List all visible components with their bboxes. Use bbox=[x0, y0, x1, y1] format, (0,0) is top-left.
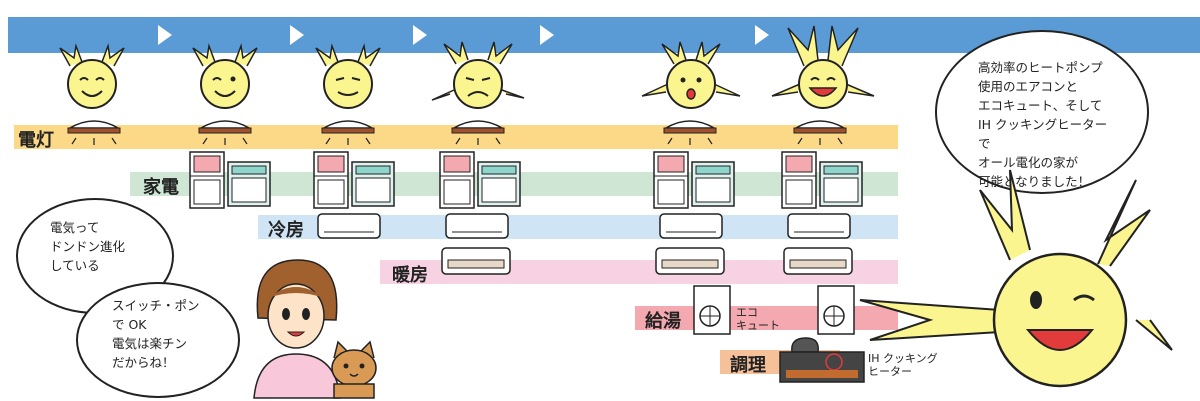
air-conditioner-icon bbox=[787, 213, 851, 239]
lightbulb-character-icon bbox=[315, 43, 381, 109]
bubble-line: している bbox=[50, 258, 100, 273]
ceiling-lamp-icon bbox=[663, 120, 717, 145]
band-label-cooling: 冷房 bbox=[268, 220, 304, 241]
appliance-group bbox=[781, 151, 863, 209]
bubble-line: 可能となりました！ bbox=[978, 174, 1091, 189]
lightbulb-character-icon bbox=[771, 25, 875, 109]
lightbulb-character-icon bbox=[641, 41, 741, 109]
woman-icon bbox=[253, 259, 341, 399]
bubble-line: 高効率のヒートポンプ bbox=[978, 60, 1103, 75]
lightbulb-character-icon bbox=[59, 43, 125, 109]
bubble-line: ドンドン進化 bbox=[50, 239, 126, 254]
water-heater-icon bbox=[693, 285, 731, 335]
band-label-appliances: 家電 bbox=[143, 177, 179, 198]
label-ih-2: ヒーター bbox=[868, 365, 912, 378]
appliance-group bbox=[653, 151, 735, 209]
washing-machine-icon bbox=[227, 161, 271, 207]
label-ecocute-1: エコ bbox=[736, 306, 758, 319]
ceiling-lamp-icon bbox=[67, 120, 121, 145]
bubble-line: 電気って bbox=[50, 220, 100, 235]
play-arrow-icon bbox=[755, 25, 769, 45]
bubble-line: IH クッキングヒーターで bbox=[978, 117, 1108, 151]
bubble-line: 使用のエアコンと bbox=[978, 79, 1079, 94]
speech-bubble-left-bottom bbox=[76, 282, 240, 398]
bubble-line: だからね！ bbox=[112, 355, 175, 370]
bubble-line: エコキュート、そして bbox=[978, 98, 1103, 113]
lightbulb-character-icon bbox=[192, 43, 258, 109]
label-ih-1: IH クッキング bbox=[868, 352, 938, 365]
band-label-lighting: 電灯 bbox=[18, 130, 54, 151]
heater-icon bbox=[655, 247, 725, 275]
ceiling-lamp-icon bbox=[198, 120, 252, 145]
air-conditioner-icon bbox=[445, 213, 509, 239]
water-heater-icon bbox=[817, 285, 855, 335]
play-arrow-icon bbox=[290, 25, 304, 45]
play-arrow-icon bbox=[158, 25, 172, 45]
bubble-text-left-top: 電気って ドンドン進化 している bbox=[50, 218, 160, 275]
bubble-text-left-bottom: スイッチ・ポン で OK 電気は楽チン だからね！ bbox=[112, 296, 232, 372]
band-label-heating: 暖房 bbox=[392, 265, 428, 286]
speech-bubble-top-right bbox=[935, 30, 1149, 194]
appliance-group bbox=[313, 151, 395, 209]
lightbulb-character-icon bbox=[431, 41, 525, 109]
bubble-line: スイッチ・ポン bbox=[112, 298, 200, 313]
air-conditioner-icon bbox=[317, 213, 381, 239]
bubble-line: 電気は楽チン bbox=[112, 336, 188, 351]
refrigerator-icon bbox=[189, 151, 225, 209]
band-label-cooking: 調理 bbox=[730, 355, 766, 376]
appliance-group bbox=[189, 151, 271, 209]
ih-cooktop-icon bbox=[779, 337, 865, 383]
ceiling-lamp-icon bbox=[321, 120, 375, 145]
bubble-text-top-right: 高効率のヒートポンプ 使用のエアコンと エコキュート、そして IH クッキングヒ… bbox=[978, 58, 1118, 191]
cat-icon bbox=[331, 340, 377, 399]
ceiling-lamp-icon bbox=[793, 120, 847, 145]
lightbulb-character-icon bbox=[859, 169, 1173, 388]
bubble-line: で OK bbox=[112, 317, 147, 332]
band-label-hotwater: 給湯 bbox=[645, 311, 681, 332]
heater-icon bbox=[783, 247, 853, 275]
label-ecocute-2: キュート bbox=[736, 319, 780, 332]
heater-icon bbox=[441, 247, 511, 275]
air-conditioner-icon bbox=[659, 213, 723, 239]
appliance-group bbox=[439, 151, 521, 209]
bubble-line: オール電化の家が bbox=[978, 155, 1079, 170]
play-arrow-icon bbox=[413, 25, 427, 45]
ceiling-lamp-icon bbox=[451, 120, 505, 145]
play-arrow-icon bbox=[540, 25, 554, 45]
